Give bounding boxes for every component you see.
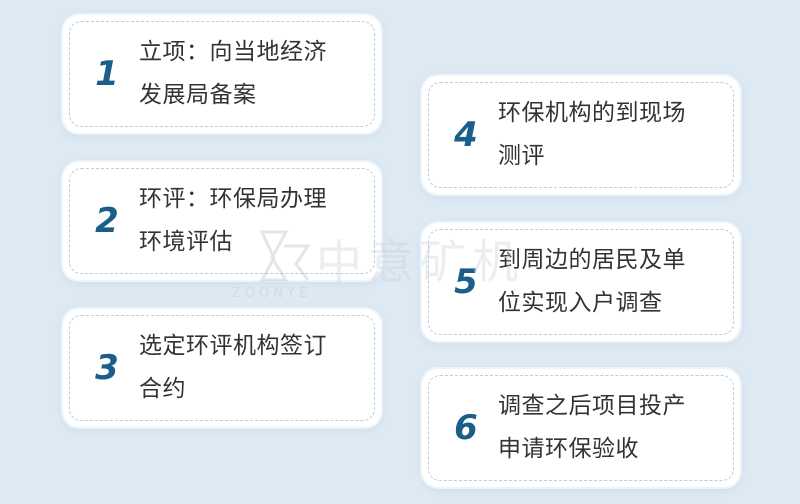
- step-number: 4: [454, 115, 478, 155]
- step-number: 3: [95, 348, 119, 388]
- step-text-line: 选定环评机构签订: [139, 333, 327, 359]
- step-number: 1: [95, 54, 119, 94]
- step-text: 环评：环保局办理 环境评估: [139, 178, 361, 264]
- step-number: 6: [454, 408, 478, 448]
- step-text: 立项：向当地经济 发展局备案: [139, 31, 361, 117]
- step-text-line: 环保机构的到现场: [498, 100, 686, 126]
- step-card-5: 5 到周边的居民及单 位实现入户调查: [422, 223, 740, 341]
- step-text: 环保机构的到现场 测评: [498, 92, 720, 178]
- step-text-line: 发展局备案: [139, 82, 257, 108]
- step-card-2: 2 环评：环保局办理 环境评估: [63, 162, 381, 280]
- step-card-4: 4 环保机构的到现场 测评: [422, 76, 740, 194]
- step-card-1: 1 立项：向当地经济 发展局备案: [63, 15, 381, 133]
- step-number: 2: [95, 201, 119, 241]
- step-text-line: 环评：环保局办理: [139, 186, 327, 212]
- step-text-line: 申请环保验收: [498, 436, 639, 462]
- step-text-line: 调查之后项目投产: [498, 393, 686, 419]
- step-text-line: 到周边的居民及单: [498, 247, 686, 273]
- step-card-3: 3 选定环评机构签订 合约: [63, 309, 381, 427]
- step-text-line: 位实现入户调查: [498, 290, 663, 316]
- step-text-line: 测评: [498, 143, 545, 169]
- step-text: 调查之后项目投产 申请环保验收: [498, 385, 720, 471]
- step-text-line: 环境评估: [139, 229, 233, 255]
- step-card-6: 6 调查之后项目投产 申请环保验收: [422, 369, 740, 487]
- watermark-brand-en: ZOONYE: [232, 286, 312, 301]
- step-text: 到周边的居民及单 位实现入户调查: [498, 239, 720, 325]
- step-text: 选定环评机构签订 合约: [139, 325, 361, 411]
- step-number: 5: [454, 262, 478, 302]
- step-text-line: 立项：向当地经济: [139, 39, 327, 65]
- step-text-line: 合约: [139, 376, 186, 402]
